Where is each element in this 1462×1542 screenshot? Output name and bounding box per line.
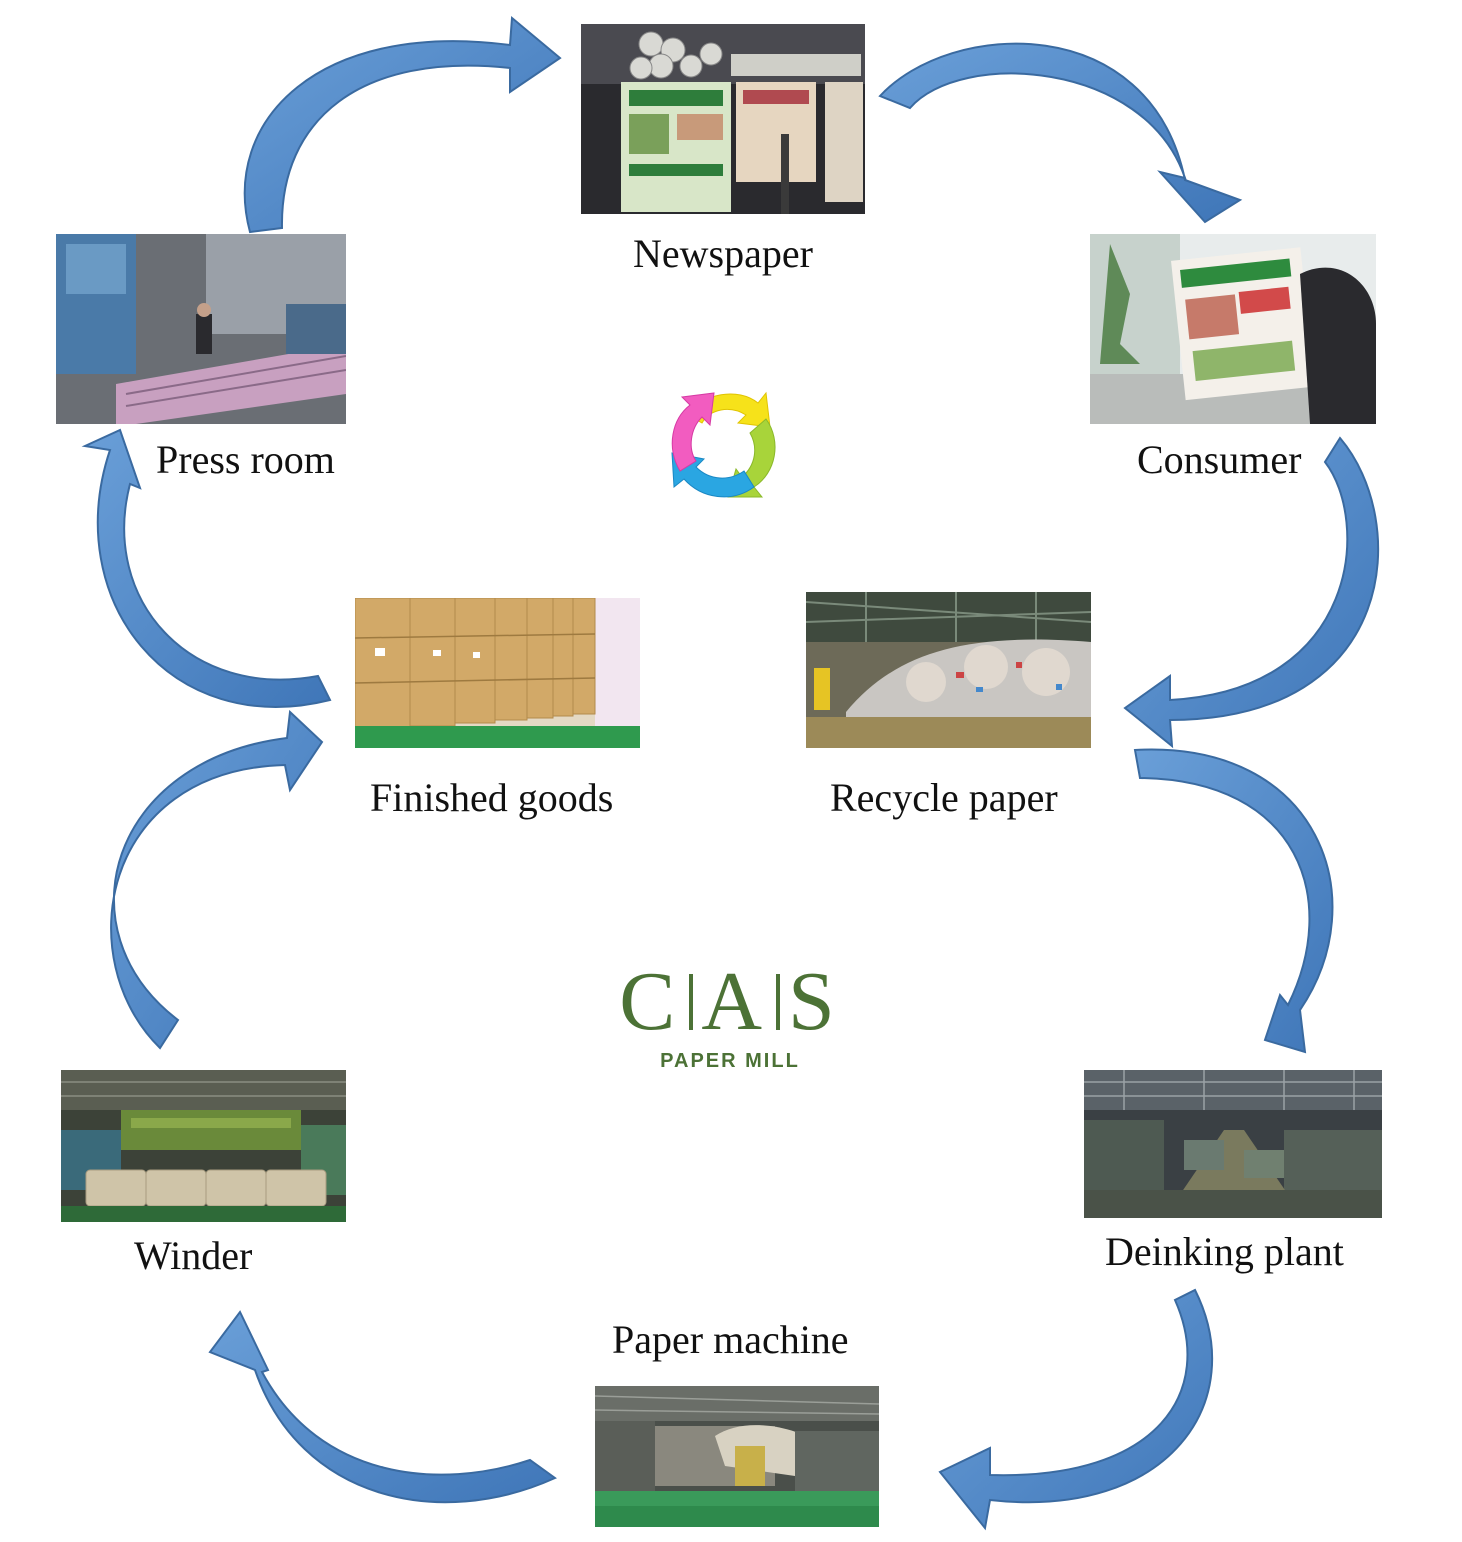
label-finished-goods: Finished goods bbox=[370, 775, 614, 820]
finished-goods-photo bbox=[355, 598, 640, 748]
arrow-papermachine-to-winder bbox=[208, 1310, 557, 1504]
arrow-winder-to-finished bbox=[110, 709, 324, 1050]
arrow-deinking-to-papermachine bbox=[938, 1288, 1213, 1531]
label-recycle-paper: Recycle paper bbox=[830, 775, 1058, 820]
label-winder: Winder bbox=[134, 1233, 253, 1278]
deinking-plant-photo bbox=[1084, 1070, 1382, 1218]
arrow-recycle-to-deinking bbox=[1133, 748, 1334, 1054]
logo-letters: C A S bbox=[600, 960, 860, 1044]
press-room-photo bbox=[56, 234, 346, 424]
arrow-newspaper-to-consumer bbox=[878, 42, 1243, 224]
logo-separator bbox=[689, 974, 694, 1030]
winder-photo bbox=[61, 1070, 346, 1222]
logo-subtitle: PAPER MILL bbox=[660, 1050, 800, 1072]
label-deinking-plant: Deinking plant bbox=[1105, 1229, 1344, 1274]
paper-machine-photo bbox=[595, 1386, 879, 1527]
arrow-consumer-to-recycle bbox=[1123, 436, 1380, 749]
arrow-finished-to-press bbox=[81, 428, 332, 708]
arrow-press-to-newspaper bbox=[243, 15, 562, 234]
label-newspaper: Newspaper bbox=[633, 231, 813, 276]
logo-letter-s: S bbox=[787, 955, 841, 1048]
recycle-paper-photo bbox=[806, 592, 1091, 748]
newspaper-photo bbox=[581, 24, 865, 214]
logo-letter-c: C bbox=[619, 955, 682, 1048]
logo-separator bbox=[775, 974, 780, 1030]
label-press-room: Press room bbox=[156, 437, 335, 482]
logo-letter-a: A bbox=[701, 955, 768, 1048]
label-consumer: Consumer bbox=[1137, 437, 1302, 482]
consumer-photo bbox=[1090, 234, 1376, 424]
recycle-cycle-icon bbox=[658, 375, 790, 507]
cas-paper-mill-logo: C A S PAPER MILL bbox=[600, 960, 860, 1073]
label-paper-machine: Paper machine bbox=[612, 1317, 849, 1362]
